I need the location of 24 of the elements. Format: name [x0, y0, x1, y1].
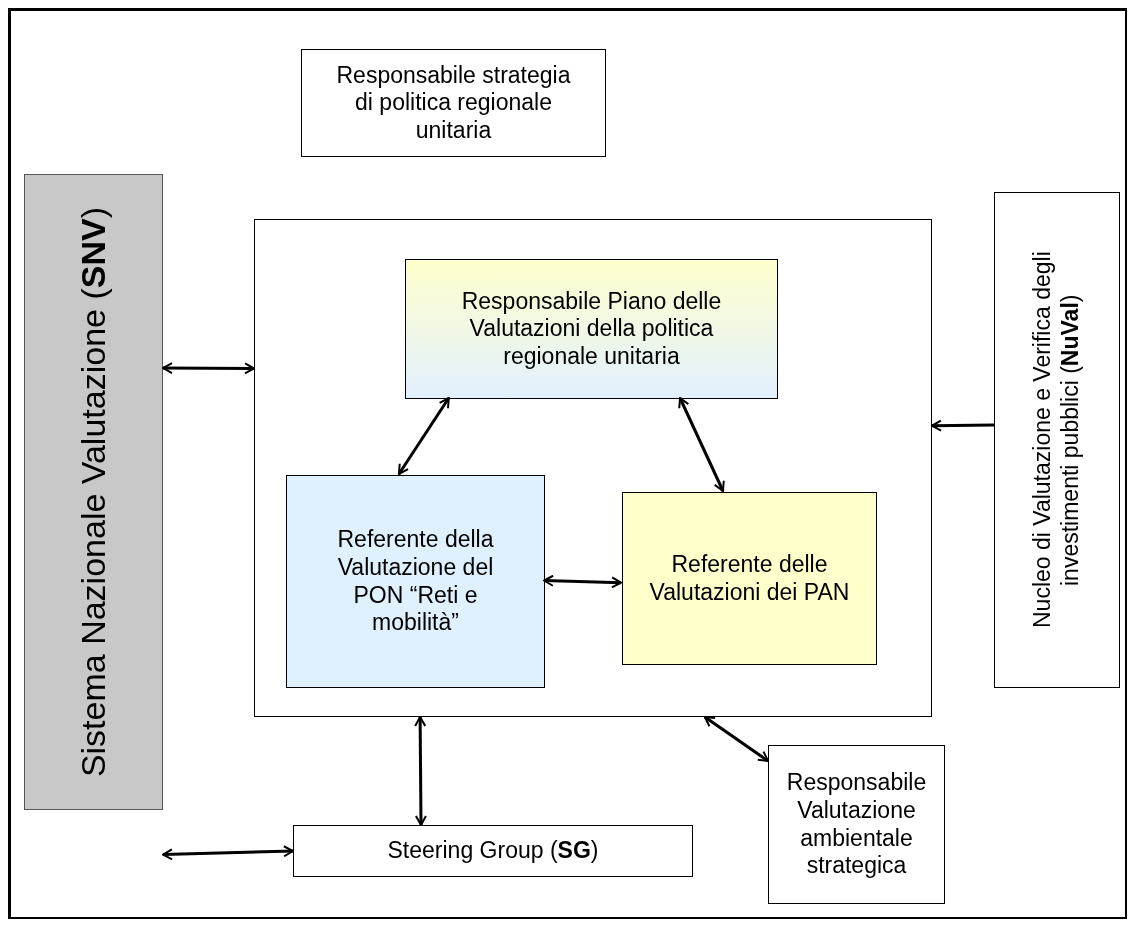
process-box — [24, 174, 163, 810]
process-box — [994, 192, 1120, 688]
box-label: Referente della Valutazione del PON “Reti e mobilità” — [336, 525, 495, 638]
box-label: Responsabile Valutazione ambientale strategica — [785, 768, 928, 881]
arrow — [703, 715, 769, 763]
arrow — [414, 716, 427, 826]
arrow — [678, 397, 725, 492]
box-label: Responsabile Piano delle Valutazioni della politica regionale unitaria — [460, 286, 723, 371]
arrow — [397, 397, 450, 475]
box-label: Referente delle Valutazioni dei PAN — [648, 549, 851, 607]
box-label: Sistema Nazionale Valutazione (SNV) — [73, 205, 114, 780]
box-label: Responsabile strategia di politica regionale unitaria — [335, 60, 572, 145]
arrow — [931, 419, 994, 432]
process-box — [768, 745, 945, 904]
process-box — [301, 49, 606, 157]
process-box — [293, 825, 693, 877]
box-label: Steering Group (SG) — [386, 836, 600, 866]
group-frame — [254, 219, 932, 717]
arrow — [162, 845, 294, 861]
process-box — [286, 475, 545, 688]
arrow — [543, 574, 622, 589]
arrow — [162, 362, 255, 375]
process-box — [622, 492, 877, 665]
process-box — [405, 259, 778, 399]
